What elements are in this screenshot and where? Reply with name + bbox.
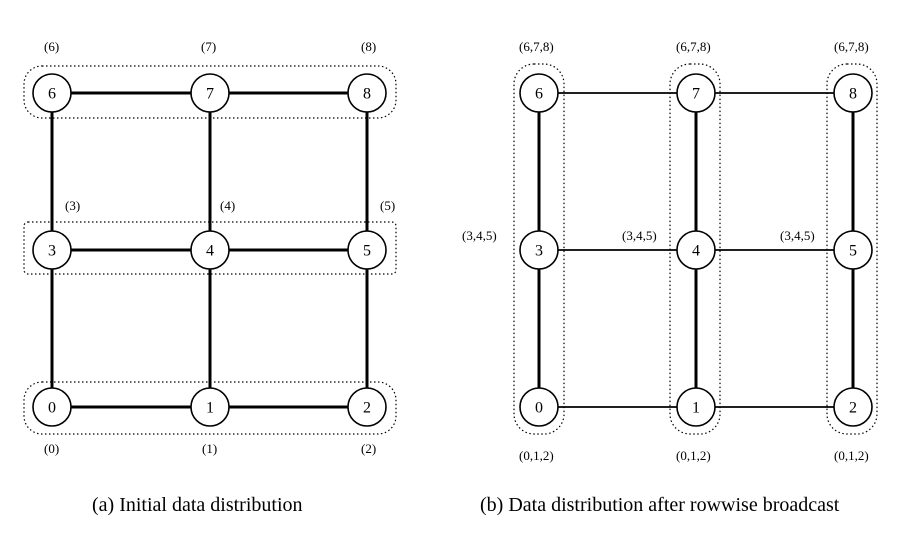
- node-8: 8: [347, 73, 387, 113]
- svg-text:7: 7: [206, 86, 214, 103]
- svg-text:8: 8: [363, 86, 371, 103]
- svg-text:4: 4: [692, 243, 700, 260]
- data-label-3: (3): [65, 198, 80, 213]
- node-b-7: 7: [676, 73, 716, 113]
- data-label-7: (7): [201, 39, 216, 54]
- data-label-2: (2): [361, 441, 376, 456]
- panel-a: 6 7 8 3 4 5 0 1 2 (6) (7) (8) (3) (4) (5…: [23, 39, 397, 516]
- svg-text:1: 1: [692, 400, 700, 417]
- data-label-0: (0): [44, 441, 59, 456]
- svg-text:2: 2: [363, 400, 371, 417]
- data-label-b-middle-left: (3,4,5): [462, 228, 497, 243]
- data-label-5: (5): [380, 198, 395, 213]
- svg-text:5: 5: [363, 243, 371, 260]
- column-group-middle: [669, 63, 721, 435]
- column-group-left: [513, 63, 565, 435]
- node-7: 7: [190, 73, 230, 113]
- svg-text:0: 0: [535, 400, 543, 417]
- data-label-b-bottom-middle: (0,1,2): [676, 448, 711, 463]
- node-b-5: 5: [833, 230, 873, 270]
- row-group-middle: [23, 221, 397, 275]
- caption-a: (a) Initial data distribution: [92, 494, 303, 516]
- svg-text:2: 2: [849, 400, 857, 417]
- svg-text:3: 3: [48, 243, 56, 260]
- node-1: 1: [190, 387, 230, 427]
- data-label-b-top-middle: (6,7,8): [676, 39, 711, 54]
- svg-text:8: 8: [849, 86, 857, 103]
- data-label-4: (4): [220, 198, 235, 213]
- data-label-b-top-right: (6,7,8): [834, 39, 869, 54]
- node-b-3: 3: [519, 230, 559, 270]
- node-6: 6: [32, 73, 72, 113]
- data-label-b-bottom-right: (0,1,2): [834, 448, 869, 463]
- data-label-b-middle-right: (3,4,5): [780, 228, 815, 243]
- column-group-right: [826, 63, 878, 435]
- node-2: 2: [347, 387, 387, 427]
- node-b-4: 4: [676, 230, 716, 270]
- svg-text:5: 5: [849, 243, 857, 260]
- data-label-6: (6): [44, 39, 59, 54]
- data-label-1: (1): [202, 441, 217, 456]
- panel-b: 6 7 8 3 4 5 0 1 2 (6,7,8) (6,7,8) (6,7,8…: [462, 39, 878, 516]
- data-label-8: (8): [361, 39, 376, 54]
- svg-text:6: 6: [48, 86, 56, 103]
- caption-b: (b) Data distribution after rowwise broa…: [480, 494, 840, 516]
- svg-text:3: 3: [535, 243, 543, 260]
- node-b-0: 0: [519, 387, 559, 427]
- node-4: 4: [190, 230, 230, 270]
- node-0: 0: [32, 387, 72, 427]
- node-b-6: 6: [519, 73, 559, 113]
- node-b-1: 1: [676, 387, 716, 427]
- node-b-2: 2: [833, 387, 873, 427]
- node-3: 3: [32, 230, 72, 270]
- svg-text:4: 4: [206, 243, 214, 260]
- data-label-b-middle-center: (3,4,5): [622, 228, 657, 243]
- data-label-b-bottom-left: (0,1,2): [519, 448, 554, 463]
- svg-text:1: 1: [206, 400, 214, 417]
- svg-text:0: 0: [48, 400, 56, 417]
- svg-text:6: 6: [535, 86, 543, 103]
- svg-text:7: 7: [692, 86, 700, 103]
- node-b-8: 8: [833, 73, 873, 113]
- node-5: 5: [347, 230, 387, 270]
- data-label-b-top-left: (6,7,8): [519, 39, 554, 54]
